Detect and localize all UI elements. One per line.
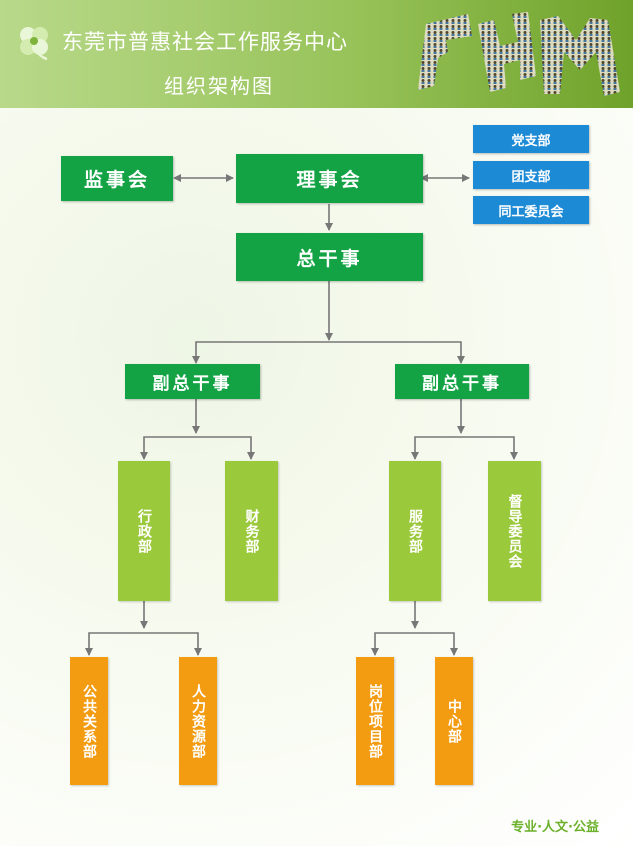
left-deputy-depts-connector	[143, 436, 252, 458]
header-banner: 东莞市普惠社会工作服务中心 组织架构图	[0, 0, 633, 108]
party-branch-node: 党支部	[473, 125, 589, 153]
supervisors-node: 监事会	[61, 156, 173, 201]
right-deputy-depts-connector	[414, 436, 515, 458]
hr-dept-node: 人力资源部	[179, 657, 217, 785]
crowd-formation-photo	[418, 12, 620, 96]
director-deputies-connector	[195, 341, 462, 362]
league-branch-node: 团支部	[473, 161, 589, 189]
center-dept-node: 中心部	[435, 657, 473, 785]
page-subtitle: 组织架构图	[164, 74, 274, 98]
deputy-director-left-node: 副总干事	[125, 364, 260, 399]
worker-committee-node: 同工委员会	[473, 196, 589, 224]
admin-dept-node: 行政部	[118, 461, 170, 601]
page-title: 东莞市普惠社会工作服务中心	[62, 30, 348, 54]
board-node: 理事会	[236, 154, 423, 203]
footer-slogan: 专业·人文·公益	[511, 820, 599, 835]
admin-subdepts-connector	[88, 632, 199, 654]
public-relations-dept-node: 公共关系部	[70, 657, 108, 785]
clover-logo-icon	[20, 27, 48, 61]
service-subdepts-connector	[374, 632, 455, 654]
director-general-node: 总干事	[236, 233, 423, 281]
supervision-committee-node: 督导委员会	[488, 461, 541, 601]
deputy-director-right-node: 副总干事	[395, 364, 529, 399]
post-project-dept-node: 岗位项目部	[356, 657, 394, 785]
finance-dept-node: 财务部	[225, 461, 278, 601]
service-dept-node: 服务部	[389, 461, 441, 601]
